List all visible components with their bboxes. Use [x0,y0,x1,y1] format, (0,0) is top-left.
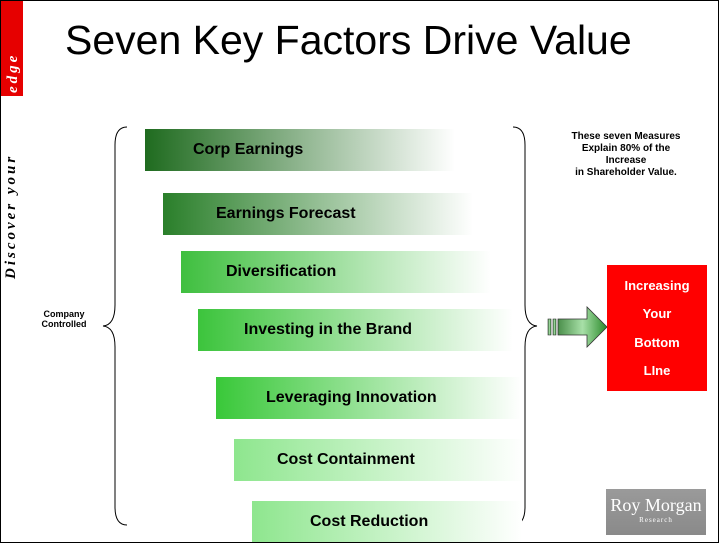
roy-morgan-logo: Roy Morgan Research [606,489,706,535]
factor-bar-leveraging-innovation: Leveraging Innovation [216,377,521,419]
measures-line1: These seven Measures [571,131,681,142]
brand-edge-block [1,1,23,96]
right-brace [512,126,538,526]
factor-label: Cost Containment [277,451,415,468]
factor-label: Corp Earnings [193,141,304,158]
factor-label: Cost Reduction [310,513,429,530]
factor-label: Investing in the Brand [244,321,413,338]
factor-label: Diversification [226,263,337,280]
factor-bar-diversification: Diversification [181,251,491,293]
logo-main-text: Roy Morgan [610,495,702,515]
measures-line3: Increase [605,155,647,166]
measures-note: These seven Measures Explain 80% of the … [541,131,711,179]
brand-edge-text: edge [5,52,21,93]
factor-label: Earnings Forecast [216,205,356,222]
outcome-line4: LIne [643,363,671,379]
outcome-line3: Bottom [634,334,680,350]
outcome-line1: Increasing [624,277,690,293]
slide-title: Seven Key Factors Drive Value [65,17,632,63]
company-label-line2: Controlled [41,319,87,329]
left-brace [102,126,128,526]
right-arrow-icon [547,306,608,348]
factor-bar-cost-containment: Cost Containment [234,439,524,481]
bottom-line-box: Increasing Your Bottom LIne [607,265,707,391]
brand-sidebar: edge Discover your [1,1,23,542]
company-label-line1: Company [43,309,85,319]
factor-bar-cost-reduction: Cost Reduction [252,501,522,542]
outcome-line2: Your [642,306,672,322]
company-controlled-label: Company Controlled [29,309,99,329]
measures-line2: Explain 80% of the [581,143,671,154]
brand-tagline: Discover your [3,153,19,279]
logo-sub-text: Research [639,516,673,524]
factor-bar-investing-in-the-brand: Investing in the Brand [198,309,513,351]
factor-bar-corp-earnings: Corp Earnings [145,129,455,171]
factor-bar-earnings-forecast: Earnings Forecast [163,193,473,235]
factor-label: Leveraging Innovation [266,389,437,406]
measures-line4: in Shareholder Value. [575,167,677,178]
